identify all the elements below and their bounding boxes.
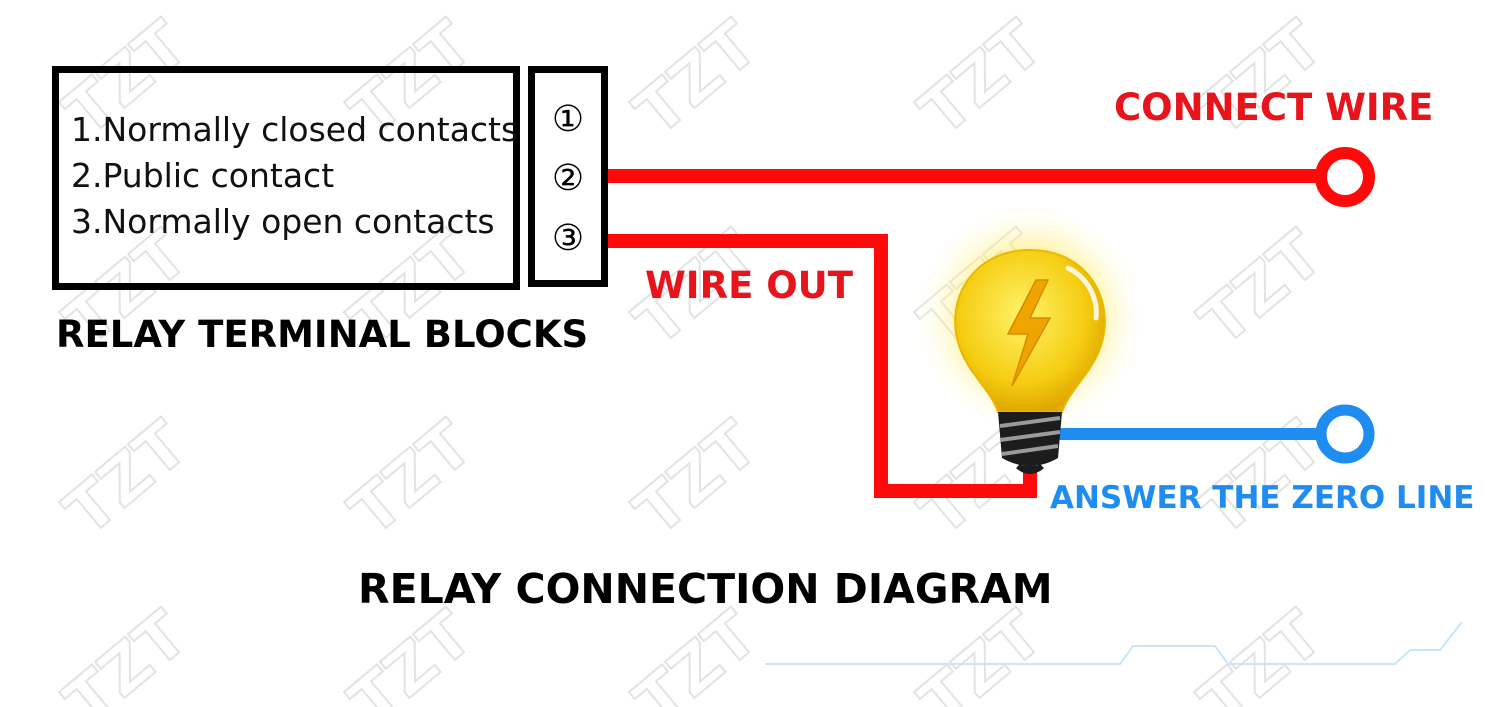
legend-normally-closed: 1.Normally closed contacts [71, 110, 519, 149]
terminal-block-caption: RELAY TERMINAL BLOCKS [56, 313, 589, 356]
switched-wire [604, 234, 1037, 498]
legend-normally-open: 3.Normally open contacts [71, 202, 495, 241]
decorative-line [765, 621, 1463, 665]
terminal-legend-box: 1.Normally closed contacts 2.Public cont… [52, 66, 520, 290]
terminal-3: ③ [551, 218, 585, 259]
zero-line-label: ANSWER THE ZERO LINE [1050, 480, 1475, 516]
watermark-text: TZT [52, 407, 202, 550]
terminal-2: ② [551, 158, 585, 199]
watermark-text: TZT [52, 597, 202, 707]
terminal-block: ① ② ③ [528, 66, 608, 287]
watermark-text: TZT [622, 407, 772, 550]
wire-out-label: WIRE OUT [645, 264, 853, 307]
watermark-text: TZT [907, 597, 1057, 707]
watermark-text: TZT [907, 7, 1057, 150]
neutral-ring-icon [1315, 404, 1375, 464]
terminal-ring-icon [1315, 147, 1375, 207]
watermark-text: TZT [622, 7, 772, 150]
watermark-text: TZT [1187, 217, 1337, 360]
watermark-text: TZT [337, 407, 487, 550]
watermark-text: TZT [1187, 597, 1337, 707]
connect-wire-label: CONNECT WIRE [1114, 86, 1434, 129]
terminal-1: ① [551, 99, 585, 140]
watermark-text: TZT [337, 597, 487, 707]
light-bulb-icon [912, 200, 1148, 474]
diagram-title: RELAY CONNECTION DIAGRAM [358, 565, 1053, 613]
legend-public-contact: 2.Public contact [71, 156, 335, 195]
watermark-text: TZT [622, 597, 772, 707]
